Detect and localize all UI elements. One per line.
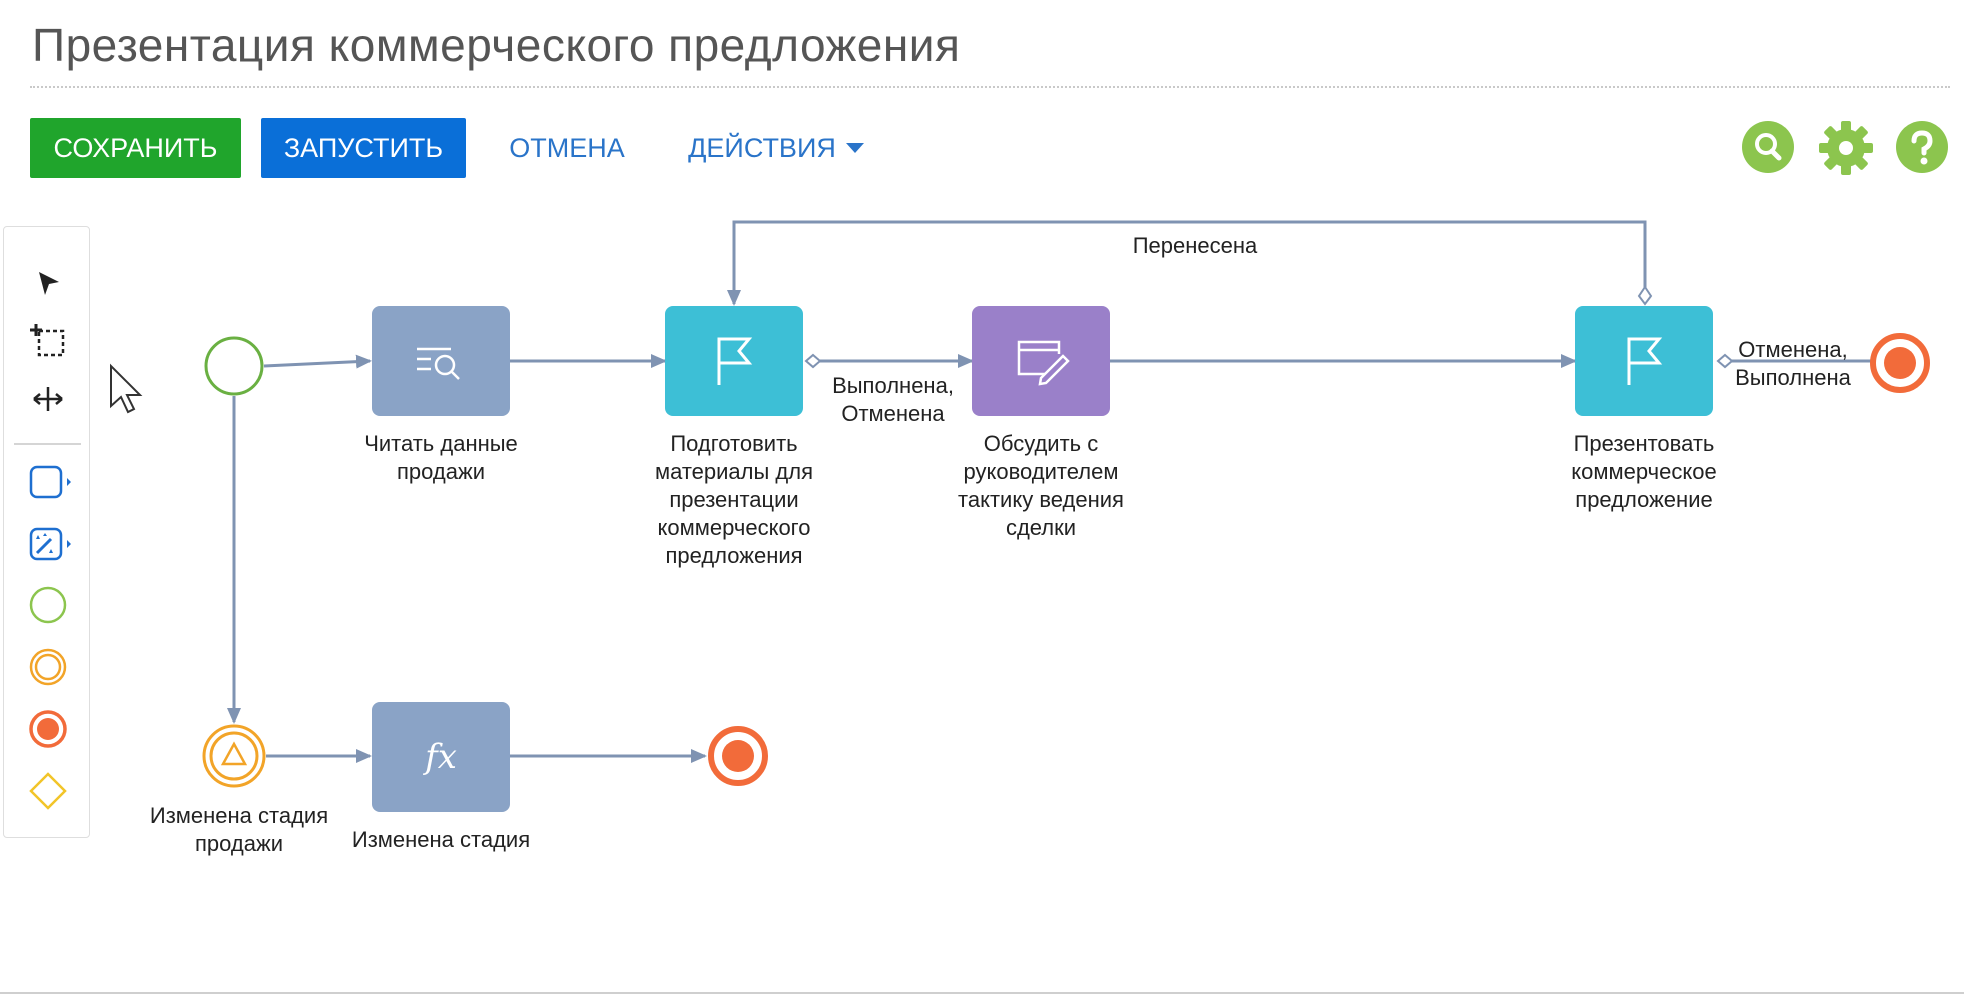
task-discuss-label: Обсудить с руководителем тактику ведения… bbox=[958, 431, 1124, 540]
script-task-icon[interactable] bbox=[22, 521, 74, 565]
edge-label-cancelled-done: Отменена, Выполнена bbox=[1735, 337, 1851, 390]
task-formula-label: Изменена стадия bbox=[351, 827, 531, 852]
conditional-diamond bbox=[804, 353, 822, 369]
lasso-icon[interactable] bbox=[22, 319, 74, 363]
signal-event-label: Изменена стадия продажи bbox=[149, 803, 329, 856]
element-toolbox bbox=[3, 226, 90, 838]
actions-dropdown[interactable]: ДЕЙСТВИЯ bbox=[676, 118, 876, 178]
end-event-right bbox=[1870, 333, 1930, 393]
toolbox-divider bbox=[14, 443, 81, 445]
flow-present-rescheduled bbox=[727, 220, 1647, 306]
read-data-icon bbox=[417, 347, 460, 380]
intermediate-event-icon[interactable] bbox=[22, 645, 74, 689]
pointer-icon[interactable] bbox=[22, 261, 74, 305]
page-title: Презентация коммерческого предложения bbox=[32, 19, 961, 71]
cancel-button[interactable]: ОТМЕНА bbox=[509, 133, 625, 163]
conditional-diamond bbox=[1716, 353, 1734, 369]
task-read-sales-label: Читать данные продажи bbox=[364, 431, 518, 484]
run-button[interactable]: ЗАПУСТИТЬ bbox=[261, 118, 466, 178]
task-prepare-materials-label: Подготовить материалы для презентации ко… bbox=[654, 431, 814, 568]
flag-icon bbox=[1627, 337, 1663, 385]
signal-start-event bbox=[202, 724, 266, 788]
help-icon[interactable] bbox=[1896, 121, 1948, 173]
task-read-sales[interactable] bbox=[372, 306, 510, 416]
gear-icon[interactable] bbox=[1817, 119, 1875, 177]
flag-icon bbox=[717, 337, 753, 385]
task-discuss[interactable] bbox=[972, 306, 1110, 416]
caret-down-icon bbox=[845, 142, 864, 153]
start-event-icon[interactable] bbox=[22, 583, 74, 627]
end-event-bottom bbox=[708, 726, 768, 786]
conditional-diamond bbox=[1637, 285, 1653, 306]
edit-page-icon bbox=[1017, 340, 1070, 386]
task-prepare-materials[interactable] bbox=[665, 306, 803, 416]
flow-start-to-read bbox=[263, 354, 372, 369]
gateway-icon[interactable] bbox=[22, 769, 74, 813]
pan-icon[interactable] bbox=[22, 377, 74, 421]
title-divider bbox=[30, 86, 1950, 88]
edge-label-done-cancelled: Выполнена, Отменена bbox=[832, 373, 954, 426]
actions-label: ДЕЙСТВИЯ bbox=[688, 133, 836, 163]
task-present-offer-label: Презентовать коммерческое предложение bbox=[1571, 431, 1717, 512]
formula-icon: fx bbox=[422, 737, 457, 777]
end-event-icon[interactable] bbox=[22, 707, 74, 751]
mouse-cursor-icon bbox=[110, 363, 143, 414]
task-formula[interactable]: fx bbox=[372, 702, 510, 812]
svg-text:fx: fx bbox=[422, 737, 457, 777]
start-event bbox=[204, 336, 264, 396]
edge-label-rescheduled: Перенесена bbox=[1132, 233, 1258, 258]
task-icon[interactable] bbox=[22, 459, 74, 503]
save-button[interactable]: СОХРАНИТЬ bbox=[30, 118, 241, 178]
search-icon[interactable] bbox=[1742, 121, 1794, 173]
bottom-border bbox=[0, 992, 1964, 994]
task-present-offer[interactable] bbox=[1575, 306, 1713, 416]
